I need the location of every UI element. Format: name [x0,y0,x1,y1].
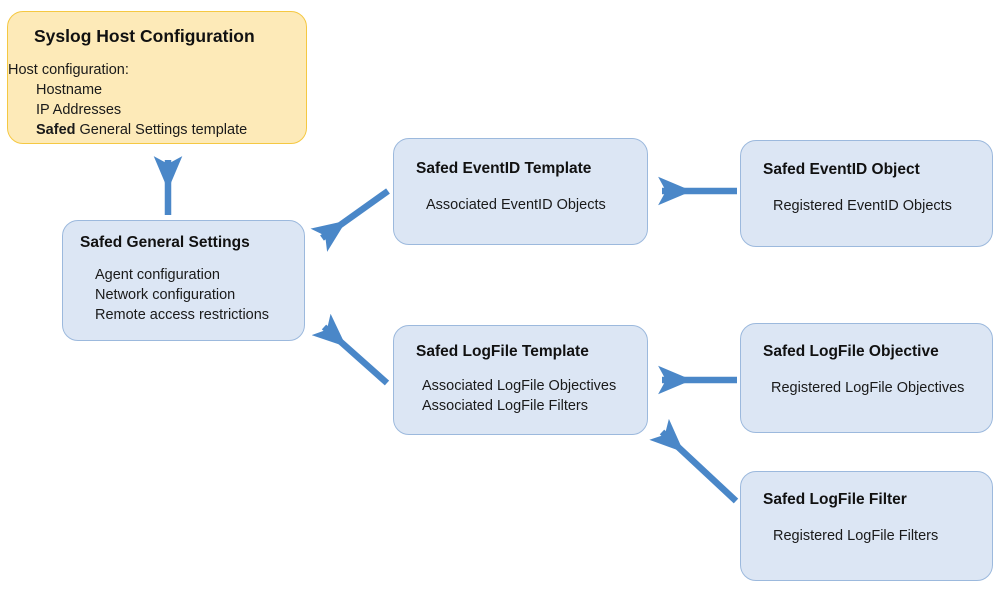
node-title: Safed LogFile Filter [763,491,907,508]
node-safed-logfile-template[interactable]: Safed LogFile Template Associated LogFil… [393,325,648,435]
node-safed-logfile-filter[interactable]: Safed LogFile Filter Registered LogFile … [740,471,993,581]
node-line: Associated LogFile Filters [422,397,589,414]
node-line-emphasis: Safed [36,122,76,138]
node-line: Associated LogFile Objectives [422,377,617,394]
node-line: Safed General Settings template [8,120,247,140]
node-line: Host configuration: [8,62,129,78]
node-line: Registered EventID Objects [773,197,952,214]
arrow-logfile-template-to-general-settings [311,313,390,386]
node-line: IP Addresses [36,102,122,118]
arrow-eventid-template-to-general-settings [310,188,390,252]
node-safed-eventid-template[interactable]: Safed EventID Template Associated EventI… [393,138,648,245]
node-line: Hostname [36,82,103,98]
node-title: Safed EventID Template [416,160,592,177]
node-safed-logfile-objective[interactable]: Safed LogFile Objective Registered LogFi… [740,323,993,433]
node-title: Safed General Settings [80,234,250,251]
node-title: Safed LogFile Objective [763,343,939,360]
node-safed-general-settings[interactable]: Safed General Settings Agent configurati… [62,220,305,341]
node-safed-eventid-object[interactable]: Safed EventID Object Registered EventID … [740,140,993,247]
node-line: Agent configuration [95,266,220,283]
node-title: Safed LogFile Template [416,343,589,360]
node-title: Safed EventID Object [763,161,920,178]
node-title: Syslog Host Configuration [34,26,255,46]
node-line: Remote access restrictions [95,306,270,323]
node-line: Registered LogFile Filters [773,527,939,544]
node-line-rest: General Settings template [75,122,248,138]
node-line: Registered LogFile Objectives [771,379,965,396]
node-syslog-host-configuration[interactable]: Syslog Host Configuration Host configura… [7,11,307,144]
node-line: Associated EventID Objects [426,196,606,213]
arrow-logfile-filter-to-logfile-template [649,418,739,504]
node-line: Network configuration [95,286,236,303]
